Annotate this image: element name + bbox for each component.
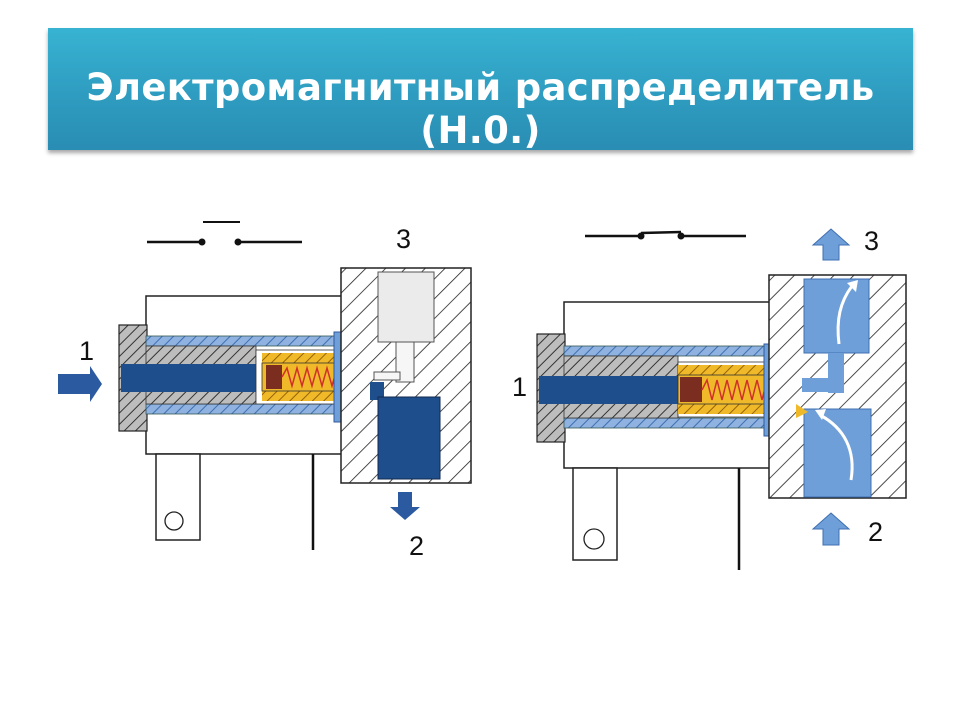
right-exhaust-arrow [811,228,851,261]
left-open-switch [147,221,302,246]
left-exhaust-chamber [377,271,435,343]
right-closed-switch [585,230,746,240]
left-outlet-arrow [390,492,420,520]
right-port-1-label: 1 [512,372,527,402]
title-bar: Электромагнитный распределитель (Н.0.) [48,28,913,152]
left-plunger-rod [121,364,256,392]
right-port-2-label: 2 [868,517,883,547]
left-inlet-arrow [58,366,102,402]
left-port-3-label: 3 [396,224,411,254]
right-plunger-rod [539,376,678,404]
right-inlet-arrow [811,512,851,546]
left-port-2-label: 2 [409,531,424,561]
right-terminal [572,467,618,561]
page-title: Электромагнитный распределитель (Н.0.) [86,66,875,152]
right-exhaust-chamber [803,278,870,354]
left-port-1-label: 1 [79,336,94,366]
right-valve: 1 2 3 [512,226,907,570]
right-inlet-chamber [803,408,872,498]
right-port-3-label: 3 [864,226,879,256]
left-valve: 1 2 3 [58,221,472,561]
left-outlet-chamber [377,396,441,480]
